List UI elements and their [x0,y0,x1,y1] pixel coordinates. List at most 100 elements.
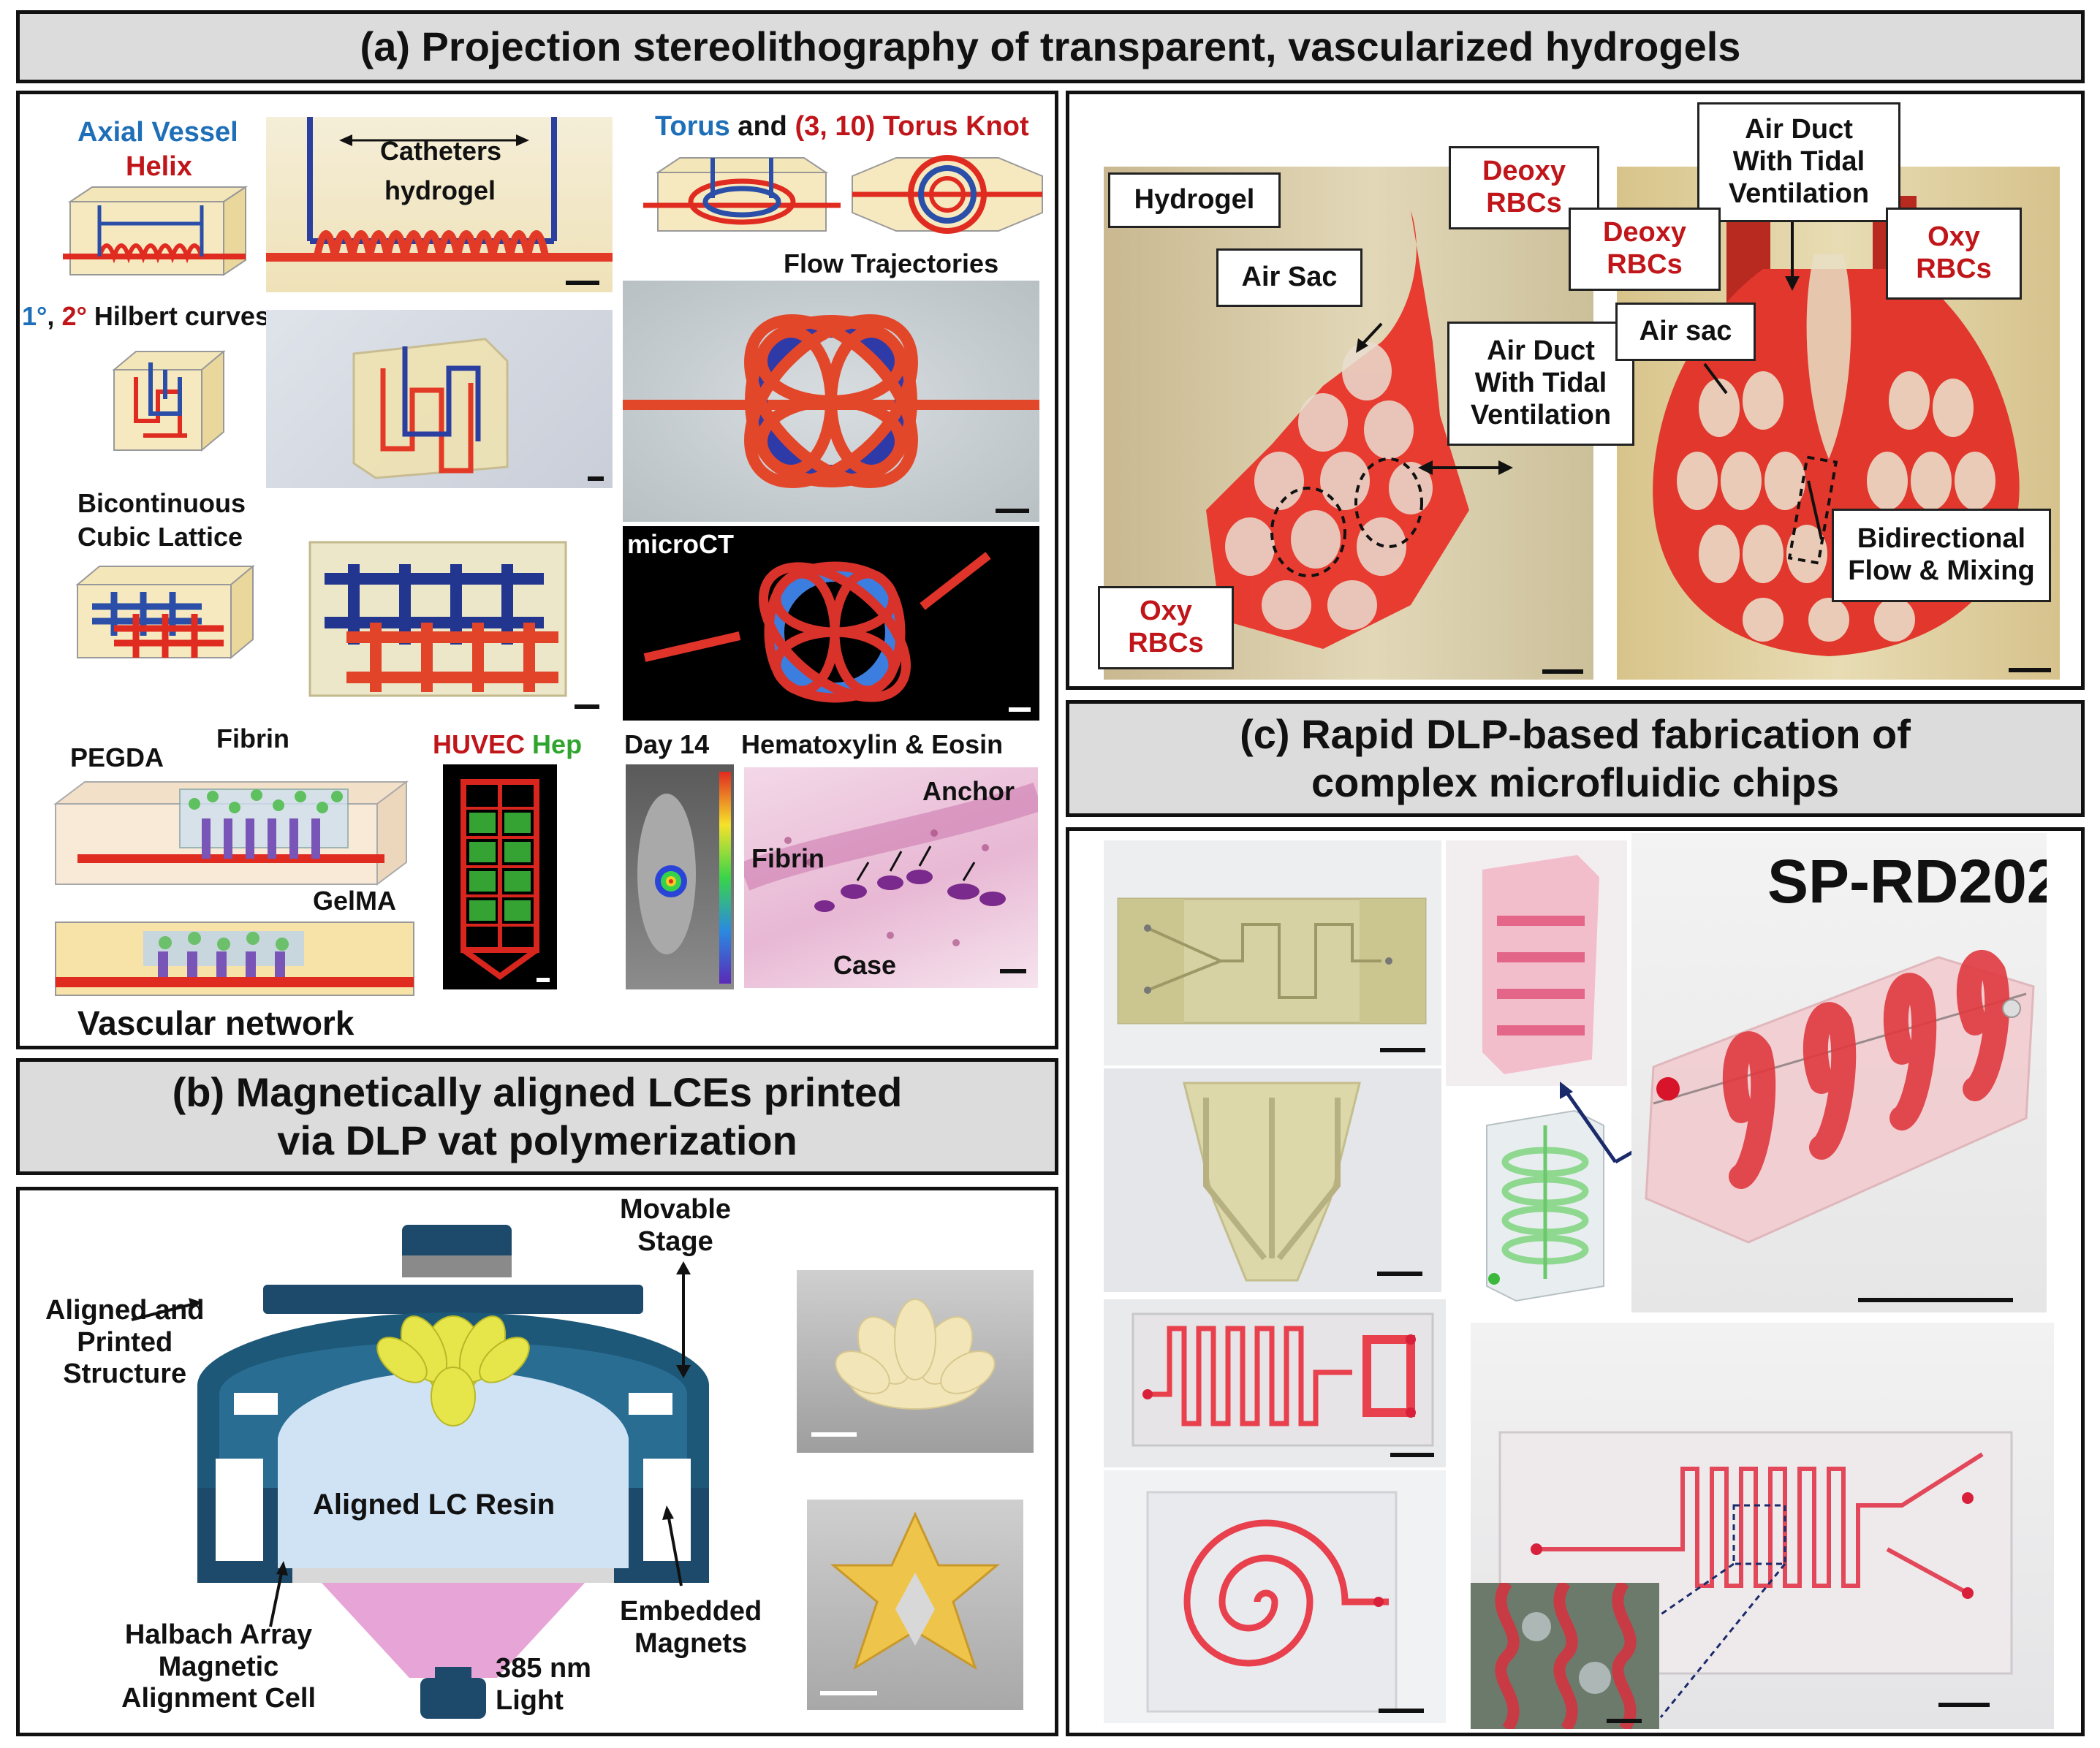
movable-stage-arrow [676,1261,691,1378]
sp-rd202-label: SP-RD202 [1767,847,2047,916]
scale-bar [1938,1703,1990,1707]
chip-serpentine-yellow [1104,840,1441,1065]
scale-bar [1000,969,1026,973]
scale-bar [820,1691,877,1695]
air-duct-box-1: Air Duct With Tidal Ventilation [1447,322,1634,446]
torus-schematic-top [852,155,1043,234]
lattice-schematic [75,564,255,660]
air-duct-box-2: Air Duct With Tidal Ventilation [1697,102,1900,222]
light-label: 385 nm Light [496,1653,591,1716]
implant-schematic [53,780,409,886]
hilbert-schematic [112,349,226,452]
hilbert-primary: 1° [22,301,48,331]
panel-b-title: (b) Magnetically aligned LCEs printed vi… [16,1058,1058,1175]
panel-b-title-line2: via DLP vat polymerization [277,1117,797,1163]
hilbert-photo [266,310,613,488]
scale-bar [537,978,550,982]
movable-stage-label: Movable Stage [620,1194,732,1257]
scale-bar [1377,1272,1422,1276]
lattice-label-1: Bicontinuous [77,488,246,518]
flow-trajectories-label: Flow Trajectories [784,248,999,278]
chip-serpentine-red [1104,1299,1446,1467]
chip-spiral-red-photo: SP-RD202 [1631,833,2047,1312]
gelma-label: GelMA [313,886,397,916]
oxy-rbcs-box-2: Oxy RBCs [1886,208,2022,300]
mixer-inset-image [1471,1583,1659,1729]
panel-c-title: (c) Rapid DLP-based fabrication of compl… [1066,700,2085,817]
panel-c-title-line1: (c) Rapid DLP-based fabrication of [1240,710,1911,757]
hep-label: Hep [532,729,583,759]
lattice-label-2: Cubic Lattice [77,522,243,552]
lce-star-photo [807,1500,1023,1710]
scale-bar [996,509,1029,513]
embedded-magnets-label: Embedded Magnets [620,1596,762,1659]
vascular-cross-section [55,922,414,996]
scale-bar [1607,1719,1642,1723]
hilbert-sep: , [47,301,62,331]
huvec-hep-image [443,764,557,989]
day14-label: Day 14 [624,729,710,759]
hydrogel-box: Hydrogel [1108,172,1281,228]
oxy-rbcs-box-1: Oxy RBCs [1098,586,1234,669]
torus-label: Torus [655,111,730,142]
axial-vessel-label: Axial Vessel [77,117,238,148]
he-label: Hematoxylin & Eosin [741,729,1004,759]
halbach-array-label: Halbach Array Magnetic Alignment Cell [121,1619,316,1714]
scale-bar [811,1432,857,1437]
huvec-hep-label: HUVEC Hep [433,729,582,759]
chip-spiral-photo [1104,1470,1446,1723]
lce-flower-photo [797,1270,1034,1453]
lce-printer-schematic [131,1225,709,1719]
hilbert-rest: Hilbert curves [86,301,270,331]
scale-bar [1009,707,1031,712]
vascular-network-label: Vascular network [77,1004,355,1042]
hilbert-label: 1°, 2° Hilbert curves [22,301,270,331]
scale-bar [588,476,604,481]
scale-bar [566,281,599,285]
lattice-photo [266,513,613,718]
scale-bar [2009,668,2051,672]
aligned-resin-label: Aligned LC Resin [313,1489,556,1521]
scale-bar [1390,1453,1434,1457]
halbach-arrow [269,1561,288,1627]
hilbert-secondary: 2° [61,301,87,331]
air-sac-box-2: Air sac [1615,303,1756,361]
torus-title: Torus and (3, 10) Torus Knot [655,111,1029,143]
torus-knot-label: (3, 10) Torus Knot [795,111,1029,142]
microct-label: microCT [627,529,735,559]
torus-schematic-side [643,157,841,232]
chip-tower-render [1465,1096,1621,1314]
pegda-label: PEGDA [70,742,164,772]
torus-knot-photo [623,281,1039,522]
scale-bar [1858,1298,2013,1302]
microct-image: microCT [623,526,1039,721]
scale-bar [1542,669,1583,674]
helix-label: Helix [126,151,192,182]
fibrin-label: Fibrin [216,723,289,753]
panel-a-title: (a) Projection stereolithography of tran… [16,10,2085,83]
he-fibrin-label: Fibrin [751,843,825,873]
helix-photo: Catheters hydrogel [266,117,613,292]
bidirectional-flow-box: Bidirectional Flow & Mixing [1832,509,2051,602]
scale-bar [1380,1048,1425,1052]
case-label: Case [833,950,897,980]
magnets-arrow [662,1505,683,1586]
he-histology-image: Anchor Fibrin Case [744,767,1038,988]
chip-y-yellow [1104,1068,1441,1292]
catheters-label: Catheters [380,136,502,166]
panel-c-title-line2: complex microfluidic chips [1311,759,1839,805]
huvec-label: HUVEC [433,729,526,759]
hydrogel-label: hydrogel [384,175,496,205]
aligned-structure-label: Aligned and Printed Structure [45,1295,205,1390]
torus-and: and [729,111,795,142]
bioluminescence-image [626,764,734,989]
air-sac-box: Air Sac [1216,248,1362,307]
deoxy-rbcs-box-2: Deoxy RBCs [1569,208,1721,291]
helix-schematic [63,186,249,276]
scale-bar [1379,1709,1424,1713]
anchor-label: Anchor [922,776,1015,806]
chip-tower-photo [1446,840,1627,1086]
chip-mixer-photo [1471,1323,2054,1729]
scale-bar [575,704,599,709]
